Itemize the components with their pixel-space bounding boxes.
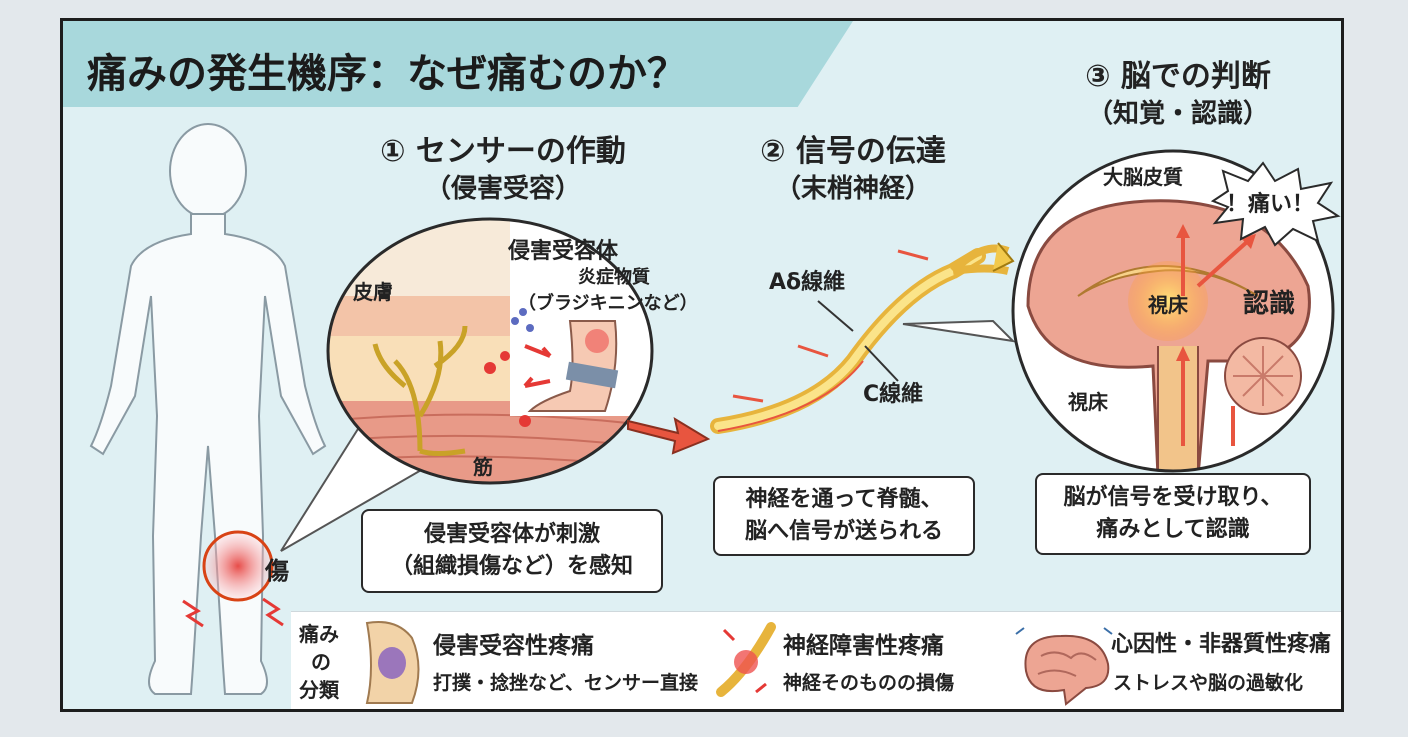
step3-desc-line1: 脳が信号を受け取り、 (1063, 485, 1283, 511)
step2-desc-line2: 脳へ信号が送られる (744, 519, 943, 544)
skin-cross-section (326, 217, 654, 485)
step1-desc-line1: 侵害受容体が刺激 (423, 522, 600, 548)
muscle-label: 筋 (473, 455, 493, 479)
thalamus-center-label: 視床 (1148, 293, 1188, 317)
step1-title: ① センサーの作動 (380, 134, 626, 169)
thalamus-lower-label: 視床 (1068, 390, 1108, 414)
step1-subtitle: （侵害受容） (424, 174, 581, 204)
legend-item2-title: 神経障害性疼痛 (783, 633, 944, 659)
page-title: 痛みの発生機序：なぜ痛むのか？ (87, 51, 687, 97)
step2-description-box: 神経を通って脊髄、 脳へ信号が送られる (713, 476, 975, 556)
legend-item3-title: 心因性・非器質性疼痛 (1111, 632, 1332, 657)
knee-bruise-icon (365, 621, 420, 704)
step2-subtitle: （末梢神経） (774, 174, 931, 204)
step1-desc-line2: （組織損傷など）を感知 (390, 554, 633, 579)
inflammatory-sub-label: （ブラジキニンなど） (518, 293, 698, 314)
recognition-label: 認識 (1243, 289, 1296, 319)
nociceptor-label: 侵害受容体 (508, 239, 619, 264)
cerebral-cortex-label: 大脳皮質 (1103, 165, 1183, 189)
infographic-board: 痛みの発生機序：なぜ痛むのか？ 傷 ① センサーの作動 （侵害受容） (60, 18, 1344, 712)
legend-heading-3: 分類 (299, 678, 339, 702)
legend-item3-desc: ストレスや脳の過敏化 (1113, 672, 1304, 694)
legend-item1-title: 侵害受容性疼痛 (433, 633, 594, 659)
skin-label: 皮膚 (353, 280, 393, 304)
human-figure (89, 123, 327, 695)
c-fiber-label: C線維 (863, 382, 924, 407)
legend-heading-1: 痛み (299, 622, 339, 646)
step3-subtitle: （知覚・認識） (1086, 99, 1269, 129)
step3-description-box: 脳が信号を受け取り、 痛みとして認識 (1035, 473, 1311, 555)
step1-to-step2-arrow (627, 416, 711, 455)
inflammatory-label: 炎症物質 (578, 267, 650, 288)
step2-desc-line1: 神経を通って脊髄、 (745, 487, 943, 513)
injury-label: 傷 (265, 557, 289, 585)
legend-heading-2: の (311, 650, 331, 674)
step2-title: ② 信号の伝達 (760, 134, 946, 169)
damaged-nerve-icon (716, 622, 776, 697)
injury-pain-spark-icon (182, 597, 284, 628)
step3-desc-line2: 痛みとして認識 (1096, 517, 1250, 542)
step1-description-box: 侵害受容体が刺激 （組織損傷など）を感知 (361, 509, 663, 593)
title-band (63, 21, 853, 107)
injury-marker (202, 530, 274, 602)
pain-exclamation-label: ！痛い！ (1226, 192, 1315, 217)
adelta-fiber-label: Aδ線維 (769, 270, 846, 295)
peripheral-nerve (710, 242, 1015, 434)
brain-stress-icon (1015, 627, 1113, 706)
legend-item1-desc: 打撲・捻挫など、センサー直接 (433, 672, 699, 694)
legend-item2-desc: 神経そのものの損傷 (783, 672, 955, 694)
step3-title: ③ 脳での判断 (1085, 59, 1271, 94)
pain-burst-icon (1210, 161, 1341, 247)
pain-classification-legend: 痛み の 分類 侵害受容性疼痛 打撲・捻挫など、センサー直接 神経障害性疼痛 神… (291, 611, 1341, 709)
